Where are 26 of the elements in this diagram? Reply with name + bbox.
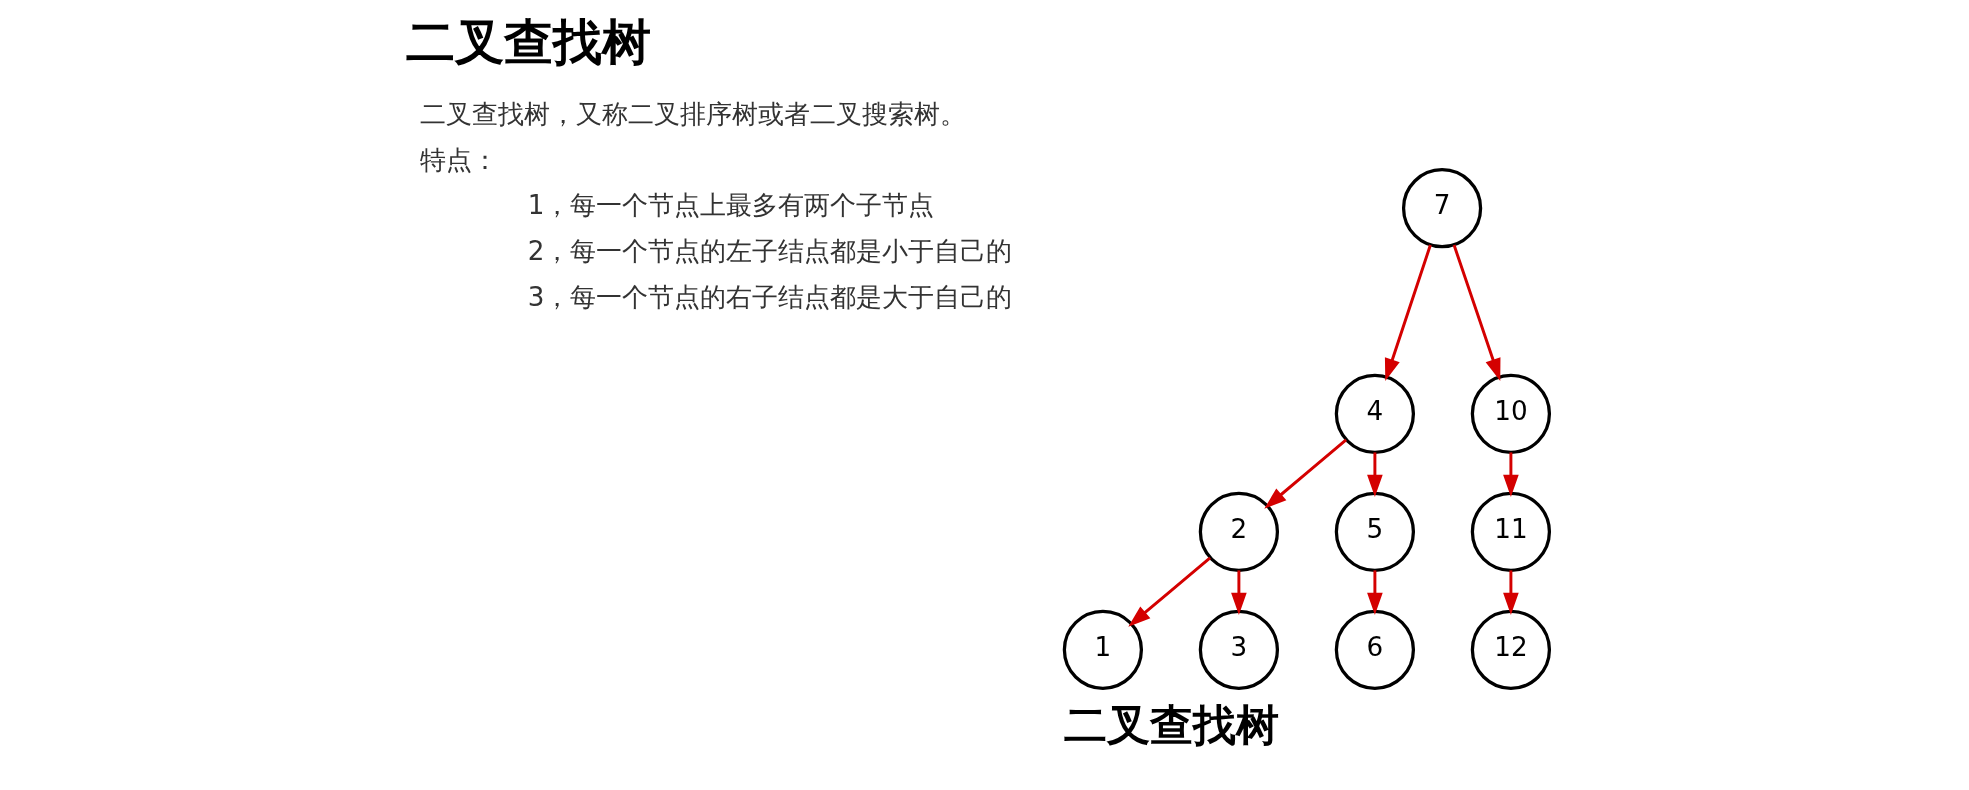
node-circle: 10: [1470, 373, 1552, 454]
arrow: [1452, 244, 1501, 381]
node-circle: 11: [1470, 491, 1552, 572]
diagram-title: 二叉查找树: [405, 13, 651, 72]
node-circle: 7: [1401, 168, 1483, 249]
node-circle: 2: [1198, 491, 1280, 572]
arrow: [1264, 438, 1347, 509]
label: 二叉查找树，又称二叉排序树或者二叉搜索树。: [419, 98, 966, 129]
node-circle: 1: [1062, 609, 1144, 690]
node-circle: 4: [1334, 373, 1416, 454]
arrow: [1503, 452, 1519, 497]
arrow: [1367, 570, 1383, 615]
arrow: [1503, 570, 1519, 615]
node-circle: 6: [1334, 609, 1416, 690]
label: 特点：: [419, 144, 498, 175]
node-circle: 12: [1470, 609, 1552, 690]
caption: 二叉查找树: [1063, 700, 1279, 751]
label: 2，每一个节点的左子结点都是小于自己的: [527, 236, 1013, 267]
arrow: [1231, 570, 1247, 615]
node-circle: 3: [1198, 609, 1280, 690]
arrow: [1384, 244, 1432, 381]
label: 3，每一个节点的右子结点都是大于自己的: [527, 282, 1013, 313]
arrow: [1367, 452, 1383, 497]
arrow: [1128, 556, 1211, 627]
label: 1，每一个节点上最多有两个子节点: [527, 190, 935, 221]
node-circle: 5: [1334, 491, 1416, 572]
